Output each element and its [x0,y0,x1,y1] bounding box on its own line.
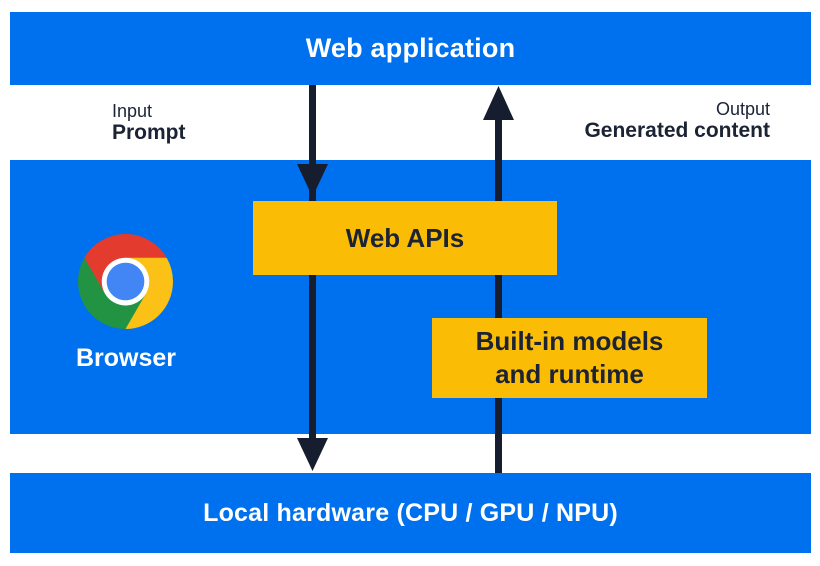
web-apis-label: Web APIs [345,222,465,253]
local-hardware-bar: Local hardware (CPU / GPU / NPU) [10,473,811,553]
prompt-label: Prompt [112,121,186,144]
arrow-down-icon [297,438,328,471]
output-label: Output [715,99,770,119]
local-hardware-label: Local hardware (CPU / GPU / NPU) [203,498,618,527]
arrow-up-icon [483,86,514,120]
web-application-label: Web application [305,33,516,63]
output-generated-content-label: Output Generated content [584,98,770,142]
input-label: Input [112,101,153,121]
browser-label: Browser [75,344,177,372]
generated-content-up-arrow-line [495,110,502,473]
builtin-models-box: Built-in models and runtime [432,318,707,398]
chrome-logo-icon [78,234,173,329]
input-prompt-label: Input Prompt [112,100,186,144]
builtin-models-label-line1: Built-in models [475,326,664,356]
web-apis-box: Web APIs [253,201,557,275]
builtin-models-label-line2: and runtime [495,359,644,389]
web-application-bar: Web application [10,12,811,85]
generated-content-label: Generated content [584,119,770,142]
